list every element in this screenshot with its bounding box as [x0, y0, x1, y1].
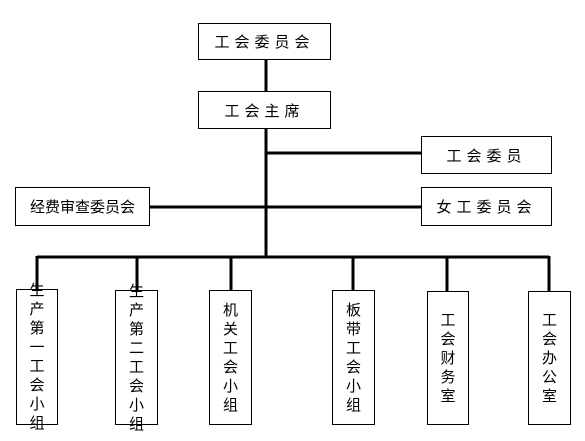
label-char: 会: [345, 357, 361, 376]
label-char: 办: [541, 348, 557, 367]
label-char: 生: [29, 281, 45, 299]
unit-label-2: 生产第二工会小组: [129, 282, 144, 434]
label-char: 室: [440, 386, 456, 405]
unit-box-2: 生产第二工会小组: [115, 282, 158, 433]
union-committee-box: 工会委员会: [198, 23, 331, 60]
label-char: 组: [345, 395, 361, 414]
label-char: 产: [29, 300, 45, 318]
label-char: 生: [128, 281, 144, 300]
label-char: 机: [222, 300, 238, 319]
unit-label-5: 工会财务室: [440, 311, 455, 406]
label-char: 小: [29, 395, 45, 413]
union-member-box: 工会委员: [421, 136, 552, 174]
unit-box-6: 工会办公室: [528, 291, 571, 425]
label-char: 二: [128, 338, 144, 357]
unit-label-6: 工会办公室: [542, 311, 557, 406]
label-char: 工: [128, 357, 144, 376]
label-char: 会: [541, 329, 557, 348]
label-char: 务: [440, 367, 456, 386]
label-char: 关: [222, 319, 238, 338]
label-char: 会: [128, 376, 144, 395]
label-char: 组: [222, 395, 238, 414]
label-char: 小: [345, 376, 361, 395]
label-char: 工: [222, 338, 238, 357]
label-char: 第: [29, 319, 45, 337]
label-char: 工: [440, 310, 456, 329]
label-char: 公: [541, 367, 557, 386]
label-char: 会: [222, 357, 238, 376]
unit-box-3: 机关工会小组: [209, 290, 252, 425]
label-char: 带: [345, 319, 361, 338]
audit-committee-box: 经费审查委员会: [15, 187, 150, 226]
label-char: 板: [345, 300, 361, 319]
label-char: 室: [541, 386, 557, 405]
label-char: 小: [128, 395, 144, 414]
label-char: 会: [440, 329, 456, 348]
unit-label-4: 板带工会小组: [346, 301, 361, 415]
label-char: 小: [222, 376, 238, 395]
union-chair-box: 工会主席: [198, 91, 331, 129]
union-committee-label: 工会委员会: [214, 33, 315, 51]
unit-box-1: 生产第一工会小组: [16, 281, 58, 432]
label-char: 工: [345, 338, 361, 357]
label-char: 一: [29, 338, 45, 356]
women-committee-box: 女工委员会: [421, 187, 552, 226]
women-committee-label: 女工委员会: [436, 198, 537, 216]
label-char: 产: [128, 300, 144, 319]
union-member-label: 工会委员: [446, 146, 527, 165]
unit-label-3: 机关工会小组: [223, 301, 238, 415]
label-char: 工: [541, 310, 557, 329]
label-char: 组: [128, 414, 144, 433]
unit-box-4: 板带工会小组: [332, 290, 375, 425]
audit-committee-label: 经费审查委员会: [29, 198, 135, 216]
label-char: 财: [440, 348, 456, 367]
unit-label-1: 生产第一工会小组: [29, 281, 44, 433]
label-char: 第: [128, 319, 144, 338]
unit-box-5: 工会财务室: [427, 291, 469, 425]
union-chair-label: 工会主席: [224, 101, 305, 120]
label-char: 会: [29, 376, 45, 394]
label-char: 组: [29, 414, 45, 432]
label-char: 工: [29, 357, 45, 375]
